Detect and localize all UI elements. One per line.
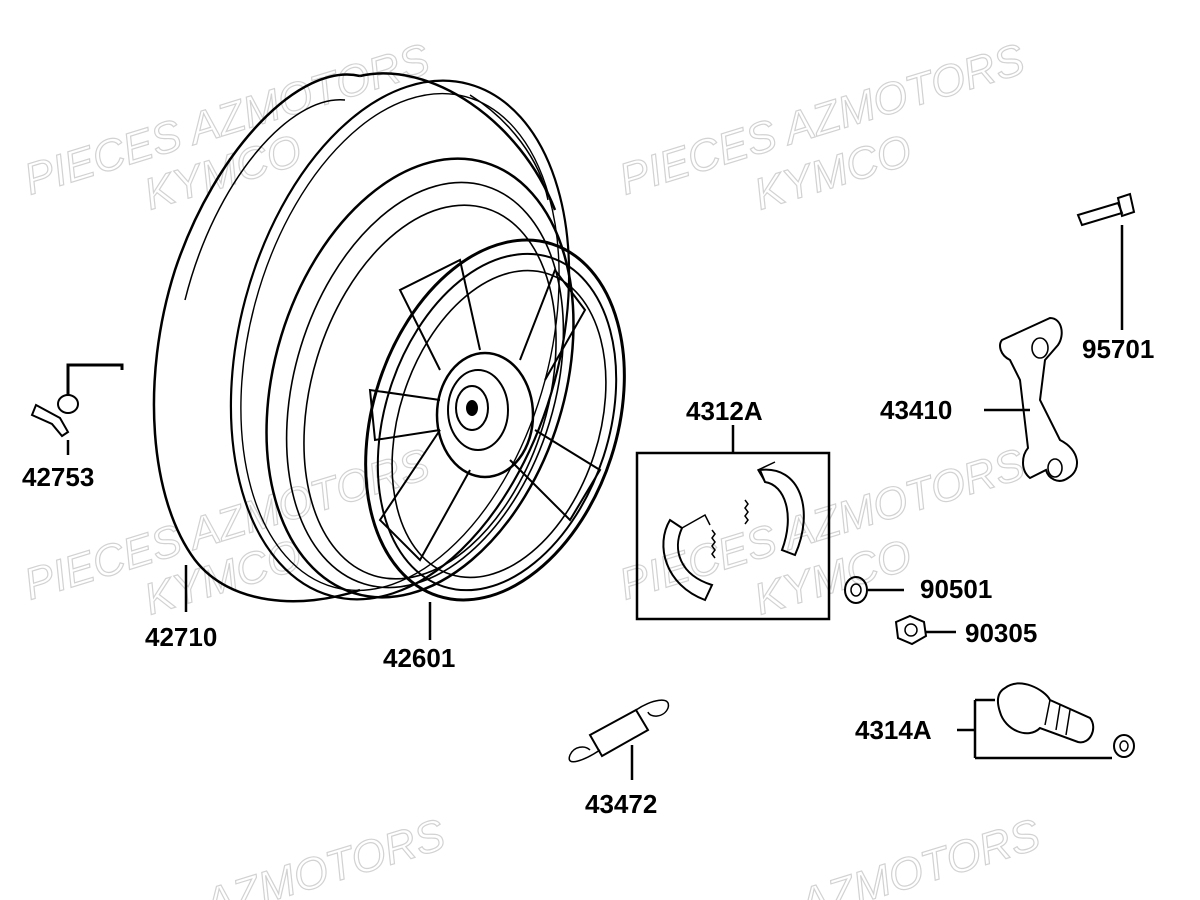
part-number-label: 95701 [1082, 334, 1154, 364]
part-number-label: 42710 [145, 622, 217, 652]
spring-drawing [568, 699, 670, 780]
part-number-label: 42753 [22, 462, 94, 492]
part-number-label: 4314A [855, 715, 932, 745]
part-number-label: 42601 [383, 643, 455, 673]
tire-drawing [152, 72, 575, 603]
washer-drawing [844, 576, 904, 604]
nut-drawing [894, 614, 956, 646]
leader-lines [66, 440, 432, 640]
bolt-drawing [1076, 192, 1136, 330]
brake-arm-drawing [984, 316, 1078, 482]
wheel-rim-drawing [364, 238, 626, 602]
part-number-label: 4312A [686, 396, 763, 426]
part-number-label: 90305 [965, 618, 1037, 648]
watermark-text: AZMOTORS [791, 810, 1046, 900]
part-labels: 42753 42710 42601 4312A 95701 43410 9050… [22, 334, 1154, 819]
watermark-text: AZMOTORS [196, 810, 451, 900]
part-number-label: 43410 [880, 395, 952, 425]
valve-stem-drawing [30, 363, 124, 438]
part-number-label: 43472 [585, 789, 657, 819]
brake-cam-drawing [957, 682, 1135, 760]
brake-shoe-set-drawing [635, 425, 831, 621]
part-number-label: 90501 [920, 574, 992, 604]
